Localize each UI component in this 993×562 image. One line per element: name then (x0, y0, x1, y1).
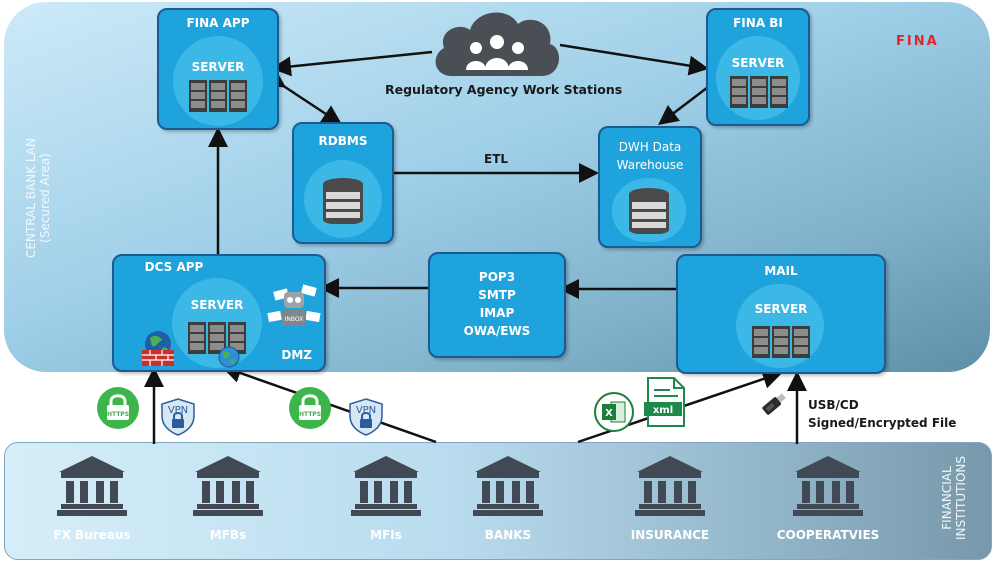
server-rack-icon (730, 76, 788, 108)
mail-title: MAIL (764, 264, 798, 278)
institution-icon[interactable] (193, 454, 263, 520)
usb-label-line2: Signed/Encrypted File (808, 416, 957, 430)
fina-app-box[interactable]: FINA APP SERVER (157, 8, 279, 130)
protocol-smtp: SMTP (478, 288, 516, 302)
dwh-box[interactable]: DWH Data Warehouse (598, 126, 702, 248)
dcs-app-title: DCS APP (144, 260, 204, 274)
server-rack-icon (189, 80, 247, 112)
xml-file-icon: xml (644, 376, 686, 432)
protocol-pop3: POP3 (478, 270, 516, 284)
usb-label-line1: USB/CD (808, 398, 859, 412)
excel-icon: X (594, 392, 634, 436)
mail-server-label: SERVER (754, 302, 808, 316)
vpn-shield-icon: VPN (160, 398, 196, 440)
server-rack-icon (188, 322, 246, 354)
mail-box[interactable]: MAIL SERVER (676, 254, 886, 374)
dmz-label: DMZ (281, 348, 312, 362)
usb-drive-icon (758, 388, 790, 424)
rdbms-title: RDBMS (318, 134, 368, 148)
bank-building-icon (635, 456, 705, 516)
fina-bi-title: FINA BI (733, 16, 783, 30)
dwh-title-line1: DWH Data (618, 140, 682, 154)
fina-bi-server-label: SERVER (731, 56, 785, 70)
excel-badge-text: X (605, 408, 613, 419)
fina-app-title: FINA APP (186, 16, 250, 30)
dcs-app-box[interactable]: DCS APP SERVER DMZ INBOX (112, 254, 326, 372)
institution-label: INSURANCE (630, 528, 710, 542)
database-icon (323, 178, 363, 224)
fina-app-server-label: SERVER (191, 60, 245, 74)
bank-building-icon (193, 456, 263, 516)
cloud-icon (430, 4, 564, 84)
mail-protocols-box[interactable]: POP3 SMTP IMAP OWA/EWS (428, 252, 566, 358)
vpn-badge-text: VPN (356, 405, 376, 416)
dwh-title-line2: Warehouse (616, 158, 684, 172)
globe-icon (218, 346, 240, 368)
institution-icon[interactable] (635, 454, 705, 520)
vpn-shield-icon: VPN (348, 398, 384, 440)
robot-badge: INBOX (285, 316, 304, 323)
https-badge-text: HTTPS (299, 411, 321, 418)
institution-icon[interactable] (57, 454, 127, 520)
https-lock-icon: HTTPS (288, 386, 332, 434)
mail-robot-icon: INBOX (267, 284, 321, 326)
fina-bi-box[interactable]: FINA BI SERVER (706, 8, 810, 126)
protocol-owa-ews: OWA/EWS (463, 324, 531, 338)
bank-building-icon (57, 456, 127, 516)
institution-label: MFIs (370, 528, 402, 542)
xml-badge-text: xml (653, 405, 673, 416)
institution-icon[interactable] (473, 454, 543, 520)
institution-label: COOPERATVIES (776, 528, 880, 542)
server-rack-icon (752, 326, 810, 358)
dcs-server-label: SERVER (190, 298, 244, 312)
institution-label: MFBs (209, 528, 247, 542)
institution-icon[interactable] (351, 454, 421, 520)
vpn-badge-text: VPN (168, 405, 188, 416)
institution-label: FX Bureaus (53, 528, 131, 542)
etl-label: ETL (484, 152, 509, 166)
institution-label: BANKS (484, 528, 532, 542)
workstations-label: Regulatory Agency Work Stations (385, 82, 623, 97)
institution-icon[interactable] (793, 454, 863, 520)
https-lock-icon: HTTPS (96, 386, 140, 434)
protocol-imap: IMAP (479, 306, 515, 320)
rdbms-box[interactable]: RDBMS (292, 122, 394, 244)
bank-building-icon (351, 456, 421, 516)
brand-logo: FINA (896, 34, 939, 49)
https-badge-text: HTTPS (107, 411, 129, 418)
bank-building-icon (793, 456, 863, 516)
database-icon (629, 188, 669, 234)
firewall-icon (142, 331, 174, 366)
bank-building-icon (473, 456, 543, 516)
